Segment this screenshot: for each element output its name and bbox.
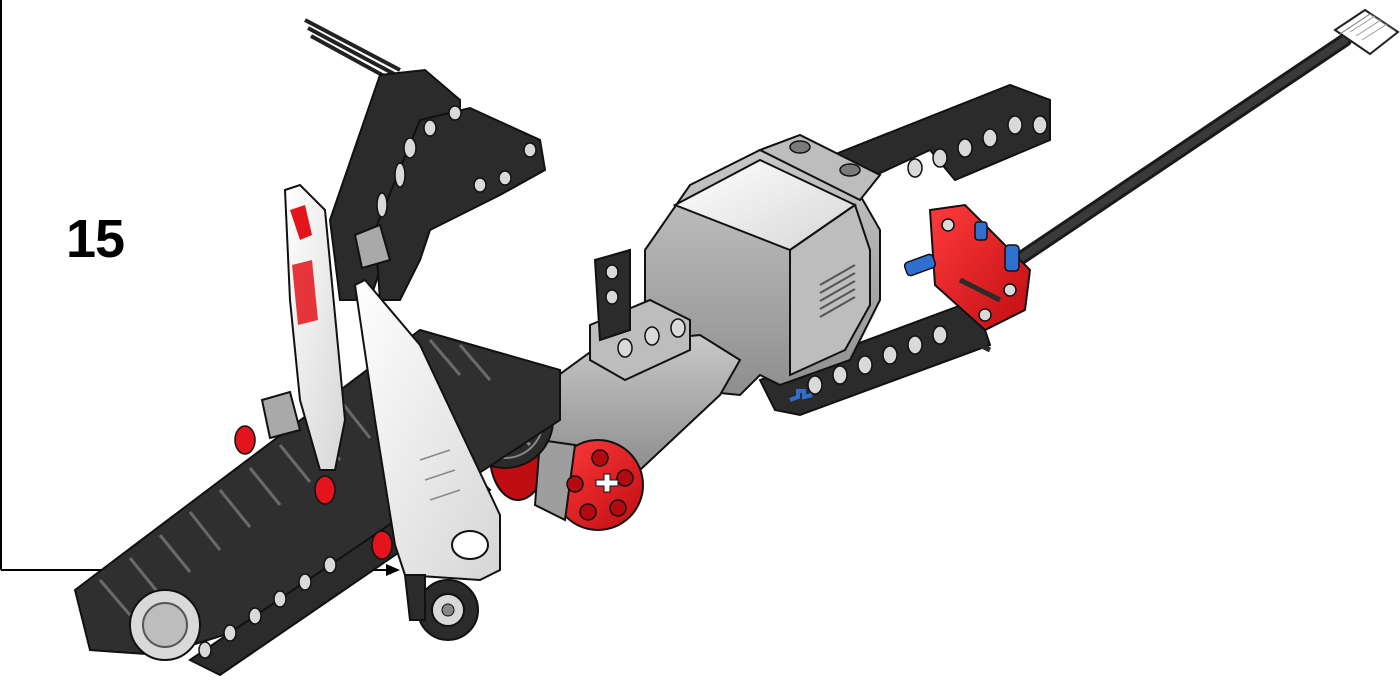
upper-cable: [304, 18, 401, 84]
small-wheel: [403, 574, 479, 641]
lower-frame-beam: [758, 298, 992, 417]
step-number: 15: [66, 209, 125, 269]
blue-pin: [903, 221, 1020, 277]
white-panels: [283, 183, 501, 582]
red-connector-frame: [903, 203, 1032, 353]
large-motor: [538, 133, 882, 471]
red-bushing: [234, 425, 393, 560]
left-arm-frames: [328, 68, 547, 301]
cable-connector-plug: [1333, 8, 1400, 56]
cable: [1008, 8, 1400, 269]
